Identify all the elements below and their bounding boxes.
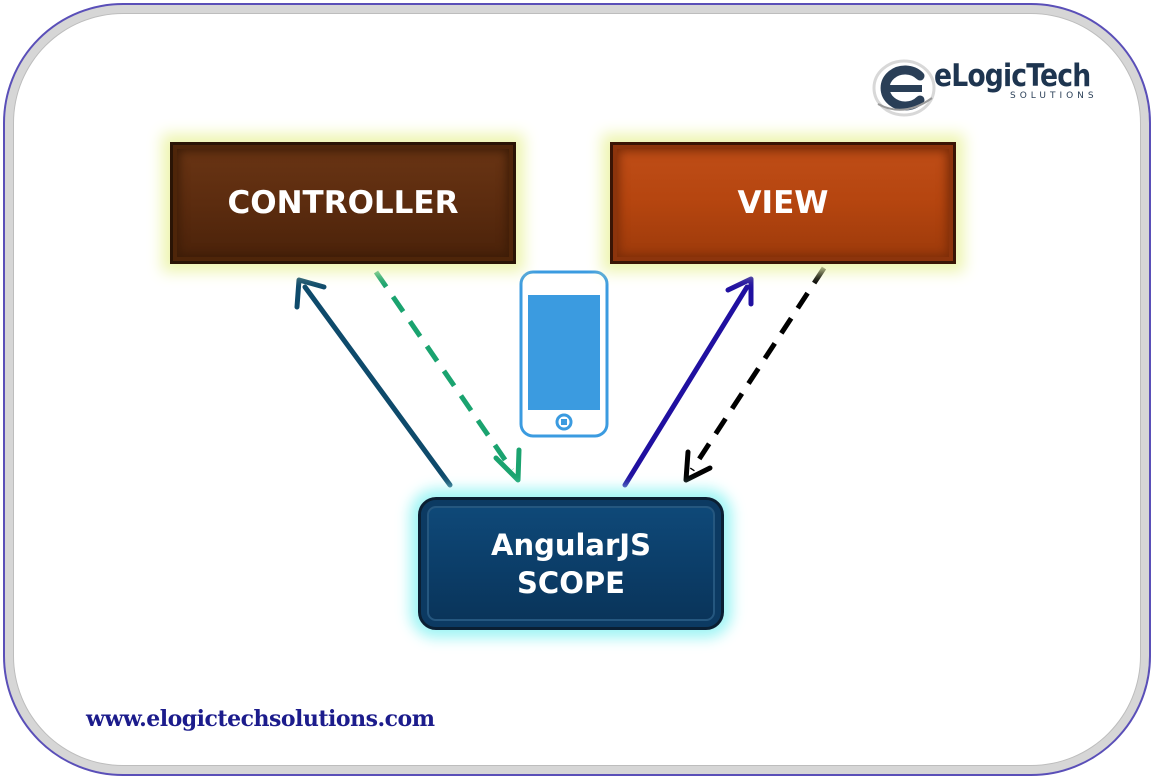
- scope-to-view-arrow: [622, 276, 754, 488]
- brand-name: eLogicTech: [934, 58, 1091, 94]
- footer-url[interactable]: www.elogictechsolutions.com: [86, 706, 435, 732]
- brand-tagline: SOLUTIONS: [1010, 91, 1098, 101]
- controller-box: CONTROLLER: [170, 142, 516, 264]
- scope-to-controller-arrow: [294, 277, 453, 488]
- scope-label-line2: SCOPE: [517, 565, 625, 600]
- elogictech-logo-icon: [872, 59, 936, 117]
- view-to-scope-arrow: [683, 266, 827, 483]
- phone-icon: [519, 270, 609, 438]
- brand-logo: eLogicTech SOLUTIONS: [870, 58, 1110, 118]
- controller-label: CONTROLLER: [227, 185, 459, 221]
- controller-to-scope-arrow: [373, 270, 522, 483]
- view-label: VIEW: [737, 185, 829, 221]
- scope-label-line1: AngularJS: [491, 527, 651, 562]
- view-box: VIEW: [610, 142, 956, 264]
- scope-box: AngularJS SCOPE: [418, 497, 724, 630]
